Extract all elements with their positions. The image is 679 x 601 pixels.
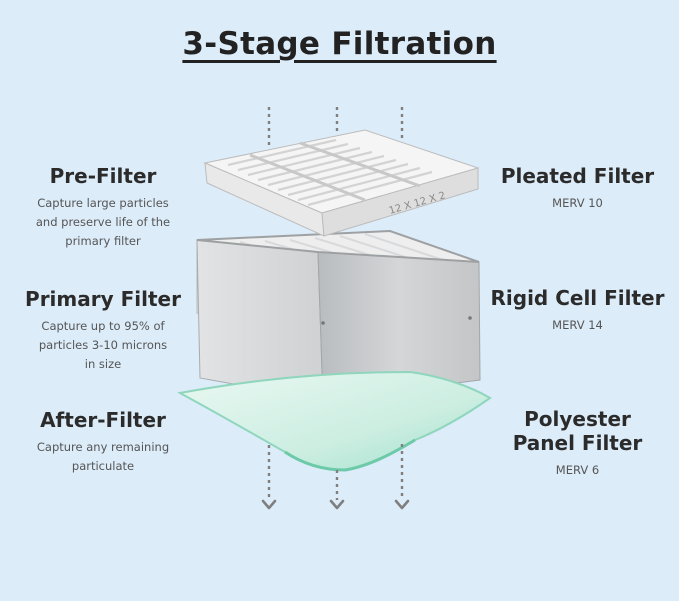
pre-filter-label: Pre-Filter Capture large particles and p… <box>18 164 188 251</box>
polyester-panel-filter-merv: MERV 6 <box>555 463 600 477</box>
page-title: 3-Stage Filtration <box>182 26 497 62</box>
primary-filter-label: Primary Filter Capture up to 95% of part… <box>18 287 188 374</box>
primary-filter-title: Primary Filter <box>25 287 181 311</box>
pleated-filter-merv: MERV 10 <box>552 196 603 210</box>
primary-filter-desc: Capture up to 95% of particles 3-10 micr… <box>38 319 168 371</box>
polyester-panel-filter-image <box>177 370 492 472</box>
after-filter-label: After-Filter Capture any remaining parti… <box>18 408 188 476</box>
pleated-filter-image: 12 X 12 X 2 <box>203 129 480 237</box>
rigid-cell-filter-title: Rigid Cell Filter <box>490 286 665 310</box>
arrow-head-icon <box>261 499 277 510</box>
after-filter-title: After-Filter <box>40 408 166 432</box>
pre-filter-title: Pre-Filter <box>49 164 157 188</box>
pre-filter-desc: Capture large particles and preserve lif… <box>35 196 171 248</box>
airflow-out-arrows <box>261 444 410 510</box>
pleated-filter-title: Pleated Filter <box>500 164 655 188</box>
polyester-panel-filter-title: Polyester Panel Filter <box>512 407 643 455</box>
rigid-cell-filter-image <box>196 229 481 401</box>
arrow-head-icon <box>329 499 345 510</box>
airflow-in-arrows <box>267 107 404 146</box>
pleated-filter-label: Pleated Filter MERV 10 <box>490 164 665 213</box>
rigid-cell-filter-label: Rigid Cell Filter MERV 14 <box>490 286 665 335</box>
after-filter-desc: Capture any remaining particulate <box>36 440 170 473</box>
polyester-panel-filter-label: Polyester Panel Filter MERV 6 <box>490 407 665 480</box>
rigid-cell-filter-merv: MERV 14 <box>552 318 603 332</box>
arrow-head-icon <box>394 499 410 510</box>
